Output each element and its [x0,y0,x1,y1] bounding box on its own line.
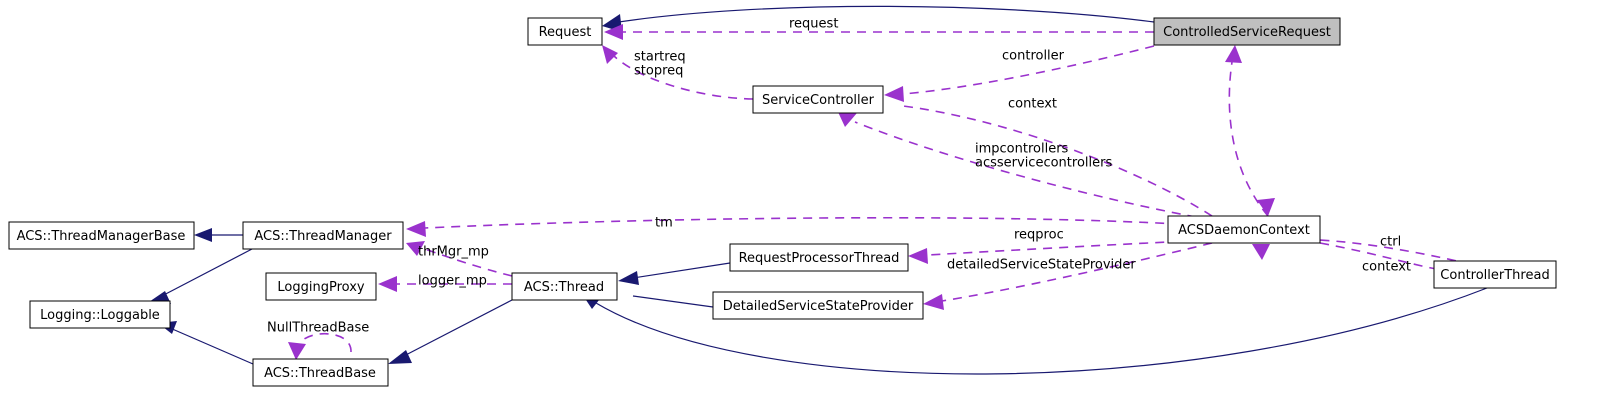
edge-requestprocessorthread-acsthread [632,262,731,279]
arrowhead-usage-detailedserviceprovider [923,294,944,310]
edge-labels: request startreq stopreq controller cont… [267,17,1411,336]
nodes: Request ControlledServiceRequest Service… [8,17,1557,387]
arrowhead-usage-controlledservicerequest [1225,45,1242,63]
node-servicecontroller[interactable]: ServiceController [752,85,884,114]
edge-servicecontroller-request-usage [613,55,754,100]
node-threadmanager-label: ACS::ThreadManager [254,229,392,244]
edge-label-controller: controller [1002,49,1065,64]
arrowhead-inherit-threadmanagerbase [194,228,212,242]
edge-threadbase-loggable [169,327,254,365]
node-acsdaemoncontext-label: ACSDaemonContext [1178,223,1310,238]
arrowhead-inherit-acsthread-1 [618,271,639,285]
node-controlledservicerequest-label: ControlledServiceRequest [1163,25,1331,40]
edge-label-context-1: context [1008,97,1057,112]
edge-controllerthread-acsthread [595,287,1488,375]
arrowhead-usage-request-startstop [602,45,618,64]
edge-detailed-acsthread-stub [632,295,714,308]
edge-acsdaemoncontext-threadmanager [424,216,1213,229]
node-controllerthread[interactable]: ControllerThread [1433,260,1557,289]
edge-acsdaemoncontext-servicecontroller-impcontrollers [854,121,1213,221]
node-request-label: Request [539,25,592,40]
edge-label-startreq: startreq [634,50,686,65]
edge-label-reqproc: reqproc [1014,228,1064,243]
node-loggingproxy[interactable]: LoggingProxy [265,272,377,301]
arrowhead-usage-acsdaemoncontext-bottom [1252,244,1270,260]
node-threadbase[interactable]: ACS::ThreadBase [252,358,389,387]
arrowhead-usage-servicecontroller-2 [838,112,857,127]
node-loggable[interactable]: Logging::Loggable [29,300,171,329]
edge-acsdaemoncontext-servicecontroller-context [902,105,1213,217]
edge-label-logger-mp: logger_mp [418,274,487,289]
node-detailedservicestateprovider-label: DetailedServiceStateProvider [723,299,914,314]
arrowhead-usage-requestprocessorthread [908,248,928,264]
edge-label-detailedservicestateprovider: detailedServiceStateProvider [947,258,1136,273]
edge-controlledservicerequest-servicecontroller [902,45,1155,95]
node-acsthread[interactable]: ACS::Thread [511,272,618,301]
edge-label-context-2: context [1362,260,1411,275]
edge-label-stopreq: stopreq [634,64,683,79]
edge-controlledservicerequest-request-inherit [611,5,1155,24]
node-controlledservicerequest[interactable]: ControlledServiceRequest [1153,17,1341,46]
edge-acsthread-threadbase [399,299,513,359]
arrowhead-usage-servicecontroller-1 [884,86,904,102]
node-servicecontroller-label: ServiceController [762,93,875,108]
node-requestprocessorthread-label: RequestProcessorThread [739,251,900,266]
arrowhead-usage-request [604,24,623,40]
edge-label-request: request [789,17,838,32]
edge-threadmanager-loggable [157,248,253,299]
node-threadmanager[interactable]: ACS::ThreadManager [242,221,404,250]
arrowhead-usage-threadmanager-tm [406,221,426,237]
arrowhead-usage-threadmanager-thrmgr [406,241,425,256]
edge-label-thrmgr-mp: thrMgr_mp [418,245,489,260]
node-acsthread-label: ACS::Thread [524,280,604,295]
node-detailedservicestateprovider[interactable]: DetailedServiceStateProvider [712,291,924,320]
node-request[interactable]: Request [527,17,603,46]
node-controllerthread-label: ControllerThread [1440,268,1549,283]
edge-label-impcontrollers: impcontrollers [975,142,1069,157]
arrowhead-inherit-threadbase [388,350,412,364]
arrowhead-usage-acsdaemoncontext-top [1257,198,1275,216]
edge-threadbase-selfloop [299,332,352,353]
node-acsdaemoncontext[interactable]: ACSDaemonContext [1167,215,1321,244]
arrowhead-usage-threadbase-self [288,342,306,360]
edge-label-acsservicecontrollers: acsservicecontrollers [975,156,1112,171]
node-loggingproxy-label: LoggingProxy [277,280,364,295]
edge-label-ctrl: ctrl [1380,235,1401,250]
arrowhead-usage-loggingproxy [378,276,397,292]
inheritance-edges [146,5,1488,375]
edge-acsthread-threadmanager [424,248,513,277]
node-threadmanagerbase[interactable]: ACS::ThreadManagerBase [8,221,195,250]
edge-label-tm: tm [655,216,673,231]
node-threadmanagerbase-label: ACS::ThreadManagerBase [17,229,186,244]
edge-acsdaemoncontext-detailedserviceprovider [941,242,1213,302]
node-requestprocessorthread[interactable]: RequestProcessorThread [729,243,909,272]
edge-acsdaemoncontext-controlledservicerequest [1228,61,1269,217]
edge-label-nullthreadbase: NullThreadBase [267,321,369,336]
node-loggable-label: Logging::Loggable [40,308,160,323]
node-threadbase-label: ACS::ThreadBase [264,366,376,381]
